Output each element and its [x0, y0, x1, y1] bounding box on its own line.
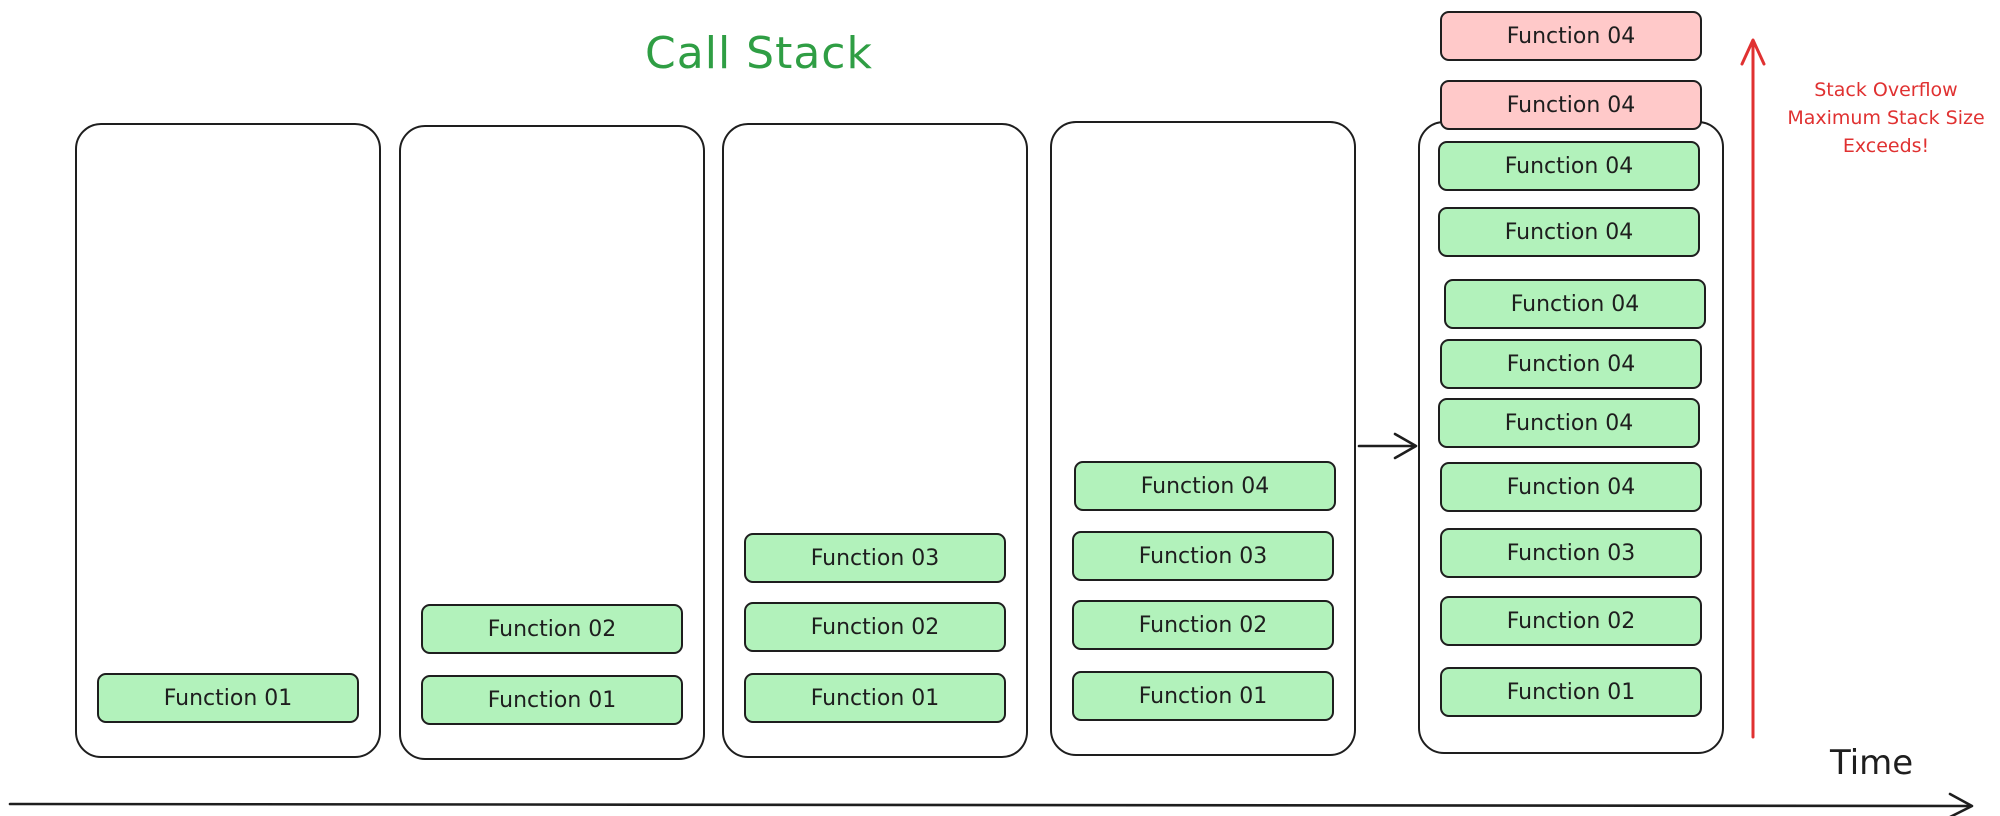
stack-frame: Function 04 — [1438, 398, 1700, 448]
stack-snapshot-2: Function 02 Function 01 — [399, 125, 705, 760]
overflow-growth-arrow — [1740, 38, 1766, 739]
stack-frame: Function 04 — [1444, 279, 1706, 329]
diagram-title: Call Stack — [645, 28, 873, 79]
stack-snapshot-1: Function 01 — [75, 123, 381, 758]
stack-frame: Function 04 — [1438, 207, 1700, 257]
overflow-note-line: Stack Overflow — [1814, 79, 1958, 101]
stack-frame: Function 02 — [421, 604, 683, 654]
overflow-frame: Function 04 — [1440, 11, 1702, 61]
time-axis-arrow — [8, 792, 1974, 816]
stack-frame: Function 04 — [1438, 141, 1700, 191]
overflow-note-line: Maximum Stack Size — [1787, 107, 1985, 129]
overflow-frame: Function 04 — [1440, 80, 1702, 130]
stack-frame: Function 01 — [421, 675, 683, 725]
stack-frame: Function 02 — [1440, 596, 1702, 646]
stack-frame: Function 01 — [1440, 667, 1702, 717]
stack-frame: Function 03 — [1440, 528, 1702, 578]
transition-arrow — [1357, 432, 1418, 460]
time-axis-label: Time — [1830, 743, 1914, 783]
stack-frame: Function 04 — [1440, 462, 1702, 512]
stack-frame: Function 03 — [1072, 531, 1334, 581]
stack-snapshot-3: Function 03 Function 02 Function 01 — [722, 123, 1028, 758]
stack-frame: Function 02 — [1072, 600, 1334, 650]
stack-snapshot-4: Function 04 Function 03 Function 02 Func… — [1050, 121, 1356, 756]
overflow-note: Stack Overflow Maximum Stack Size Exceed… — [1772, 76, 2000, 160]
stack-frame: Function 01 — [744, 673, 1006, 723]
stack-frame: Function 04 — [1074, 461, 1336, 511]
stack-frame: Function 01 — [1072, 671, 1334, 721]
stack-frame: Function 04 — [1440, 339, 1702, 389]
overflow-note-line: Exceeds! — [1842, 135, 1930, 157]
stack-frame: Function 01 — [97, 673, 359, 723]
stack-frame: Function 02 — [744, 602, 1006, 652]
stack-frame: Function 03 — [744, 533, 1006, 583]
